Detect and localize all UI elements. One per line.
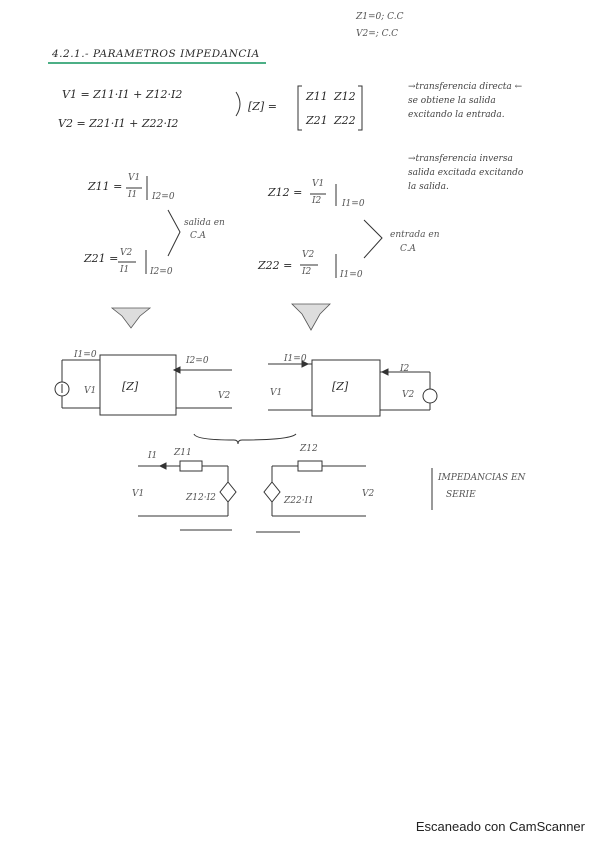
angle-bracket-right bbox=[363, 219, 383, 259]
down-arrow-left bbox=[110, 307, 152, 329]
def-z21-cond: I2=0 bbox=[150, 267, 173, 277]
angle-bracket-left bbox=[167, 209, 181, 257]
matrix-z11: Z11 bbox=[306, 90, 328, 103]
note-inverse-1: →transferencia inversa bbox=[408, 154, 513, 164]
series-note-1: IMPEDANCIAS EN bbox=[438, 473, 526, 483]
def-z12-lhs: Z12 = bbox=[268, 186, 303, 199]
series-note-2: SERIE bbox=[446, 490, 476, 500]
footer-watermark: Escaneado con CamScanner bbox=[415, 819, 585, 834]
equivalent-circuit bbox=[138, 460, 433, 533]
brace-left-label-2: C.A bbox=[190, 231, 206, 241]
equiv-v1: V1 bbox=[132, 489, 145, 499]
def-z22-num: V2 bbox=[302, 250, 315, 260]
equiv-z12: Z12 bbox=[300, 444, 318, 454]
def-z22-cond: I1=0 bbox=[340, 270, 363, 280]
equation-v2: V2 = Z21·I1 + Z22·I2 bbox=[58, 117, 179, 130]
down-arrow-right bbox=[291, 303, 331, 331]
left-circuit-i2: I2=0 bbox=[186, 356, 209, 366]
matrix-z22: Z22 bbox=[334, 114, 356, 127]
left-circuit bbox=[54, 354, 232, 416]
right-circuit-v2: V2 bbox=[402, 390, 415, 400]
right-circuit-i1: I1=0 bbox=[284, 354, 307, 364]
equiv-v2: V2 bbox=[362, 489, 375, 499]
section-title: 4.2.1.- PARAMETROS IMPEDANCIA bbox=[52, 48, 260, 60]
def-z12-cond: I1=0 bbox=[342, 199, 365, 209]
title-underline bbox=[48, 62, 266, 64]
matrix-z12: Z12 bbox=[334, 90, 356, 103]
right-circuit-v1: V1 bbox=[270, 388, 283, 398]
def-z21-den: I1 bbox=[120, 265, 130, 275]
brace-right-label-1: entrada en bbox=[390, 230, 440, 240]
note-inverse-2: salida excitada excitando bbox=[408, 168, 524, 178]
header-note-1: Z1=0; C.C bbox=[356, 12, 404, 22]
brace-equations bbox=[235, 91, 241, 117]
equation-v1: V1 = Z11·I1 + Z12·I2 bbox=[62, 88, 183, 101]
matrix-bracket-right bbox=[358, 85, 363, 131]
note-direct-1: →transferencia directa ← bbox=[408, 82, 523, 92]
def-z21-num: V2 bbox=[120, 248, 133, 258]
def-z12-den: I2 bbox=[312, 196, 322, 206]
left-circuit-i1: I1=0 bbox=[74, 350, 97, 360]
note-direct-2: se obtiene la salida bbox=[408, 96, 496, 106]
right-circuit-i2: I2 bbox=[400, 364, 410, 374]
def-z21-lhs: Z21 = bbox=[84, 252, 119, 265]
brace-left-label-1: salida en bbox=[184, 218, 225, 228]
note-direct-3: excitando la entrada. bbox=[408, 110, 505, 120]
matrix-z21: Z21 bbox=[306, 114, 328, 127]
equiv-i1: I1 bbox=[148, 451, 158, 461]
matrix-bracket-left bbox=[297, 85, 302, 131]
brace-right-label-2: C.A bbox=[400, 244, 416, 254]
left-circuit-v1: V1 bbox=[84, 386, 97, 396]
left-circuit-box-label: [Z] bbox=[122, 380, 139, 393]
right-circuit bbox=[268, 359, 438, 417]
def-z12-num: V1 bbox=[312, 179, 325, 189]
def-z11-cond: I2=0 bbox=[152, 192, 175, 202]
header-note-2: V2=; C.C bbox=[356, 29, 398, 39]
right-circuit-box-label: [Z] bbox=[332, 380, 349, 393]
matrix-lhs: [Z] = bbox=[248, 100, 277, 113]
def-z22-lhs: Z22 = bbox=[258, 259, 293, 272]
equiv-source1-label: Z12·I2 bbox=[186, 493, 216, 503]
def-z11-num: V1 bbox=[128, 173, 141, 183]
left-circuit-v2: V2 bbox=[218, 391, 231, 401]
def-z11-den: I1 bbox=[128, 190, 138, 200]
def-z11-lhs: Z11 = bbox=[88, 180, 123, 193]
brace-equivalent bbox=[193, 433, 297, 445]
equiv-z11: Z11 bbox=[174, 448, 192, 458]
equiv-source2-label: Z22·I1 bbox=[284, 496, 314, 506]
def-z22-den: I2 bbox=[302, 267, 312, 277]
note-inverse-3: la salida. bbox=[408, 182, 449, 192]
